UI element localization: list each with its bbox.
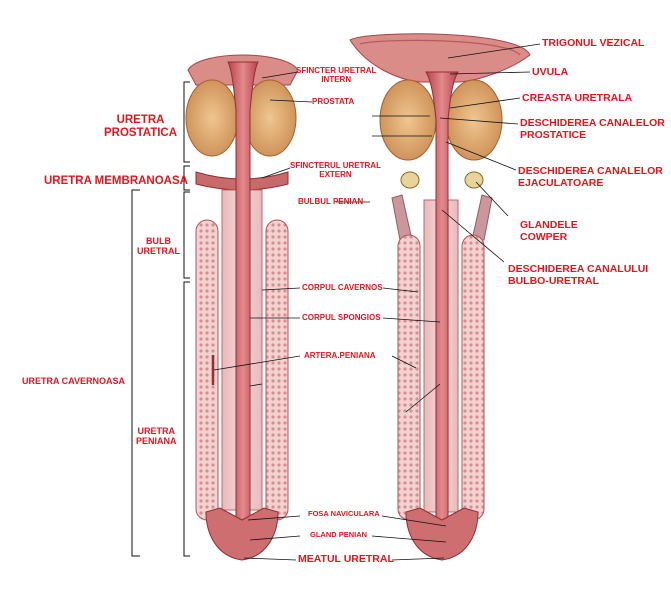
bracket-membranous	[183, 165, 190, 191]
brackets	[131, 81, 190, 557]
label-creasta-uretrala: CREASTA URETRALA	[522, 92, 633, 104]
label-uretra-peniana: URETRA PENIANA	[136, 426, 177, 447]
bracket-bulb	[183, 191, 190, 279]
label-uretra-cavernoasa: URETRA CAVERNOASA	[22, 376, 126, 386]
label-uretra-membranoasa: URETRA MEMBRANOASA	[44, 175, 188, 187]
label-artera-peniana: ARTERA.PENIANA	[304, 351, 376, 360]
label-trigonul-vezical: TRIGONUL VEZICAL	[542, 37, 645, 49]
label-bulb-uretral: BULB URETRAL	[137, 236, 180, 257]
label-gland-penian: GLAND PENIAN	[310, 530, 368, 539]
bracket-cavernous	[131, 189, 140, 557]
bracket-prostatic	[183, 81, 190, 163]
label-corpul-cavernos: CORPUL CAVERNOS	[302, 283, 383, 292]
label-sfincter-extern: SFINCTERUL URETRAL EXTERN	[290, 161, 381, 180]
leader-lines	[213, 43, 541, 561]
label-glandele-cowper: GLANDELE COWPER	[520, 219, 578, 244]
label-meatul-uretral: MEATUL URETRAL	[298, 553, 394, 565]
right-specimen	[349, 33, 531, 561]
label-fosa-naviculara: FOSA NAVICULARA	[308, 509, 380, 518]
label-sfincter-intern: SFINCTER URETRAL INTERN	[296, 66, 377, 85]
label-uretra-prostatica: URETRA PROSTATICA	[104, 114, 178, 140]
label-uvula: UVULA	[532, 66, 569, 78]
label-deschiderea-prostatice: DESCHIDEREA CANALELOR PROSTATICE	[520, 117, 665, 142]
label-deschiderea-bulbo: DESCHIDEREA CANALULUI BULBO-URETRAL	[508, 263, 649, 288]
label-deschiderea-ejaculatoare: DESCHIDEREA CANALELOR EJACULATOARE	[518, 165, 663, 190]
label-prostata: PROSTATA	[312, 97, 355, 106]
label-corpul-spongios: CORPUL SPONGIOS	[302, 313, 381, 322]
bracket-penile	[183, 281, 190, 557]
label-bulbul-penian: BULBUL PENIAN	[298, 197, 364, 206]
